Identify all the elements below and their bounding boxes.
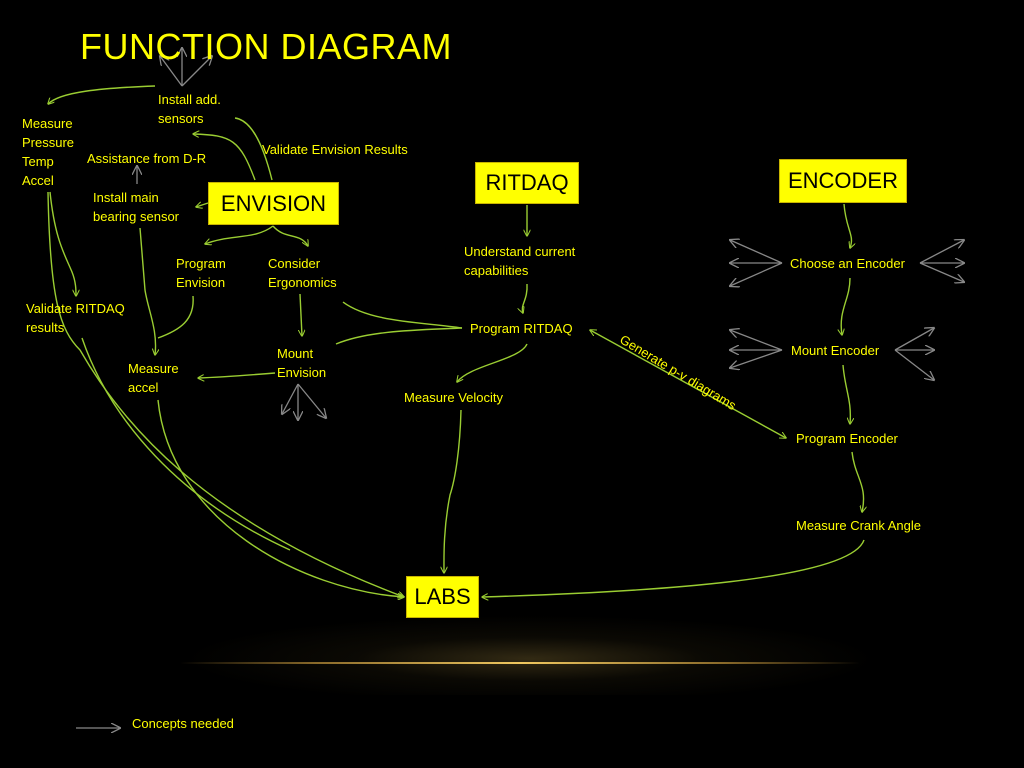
node-mount-envision: Mount Envision (277, 346, 327, 380)
concept-arrow (297, 383, 326, 418)
flow-edge (48, 85, 156, 104)
flow-edge (49, 191, 76, 296)
node-program-envision: Program Envision (176, 256, 226, 290)
flow-edge (590, 330, 786, 438)
flow-edge (843, 203, 851, 248)
flow-edge (157, 295, 194, 339)
flow-edge (198, 372, 276, 378)
stage-glow (180, 615, 880, 695)
flow-edge (205, 225, 274, 244)
node-consider-ergonomics: Consider Ergonomics (268, 256, 337, 290)
node-install-main-bearing: Install main bearing sensor (93, 190, 179, 224)
node-understand-capabilities: Understand current capabilities (464, 244, 576, 278)
flow-edge (47, 191, 404, 597)
flow-edge (457, 343, 528, 382)
flow-edge (81, 337, 291, 551)
node-measure-velocity: Measure Velocity (404, 390, 503, 405)
node-choose-encoder: Choose an Encoder (790, 256, 905, 271)
node-measure-pressure: Measure Pressure Temp Accel (22, 116, 75, 188)
flow-edge (842, 364, 850, 424)
stage-baseline (180, 662, 860, 664)
node-install-add-sensors: Install add. sensors (158, 92, 221, 126)
node-program-ritdaq: Program RITDAQ (470, 321, 573, 336)
node-measure-accel: Measure accel (128, 361, 179, 395)
encoder-box: ENCODER (779, 159, 907, 203)
concept-arrow (160, 56, 183, 87)
concept-arrow (894, 349, 934, 380)
flow-edge (444, 409, 462, 573)
concept-arrow (919, 240, 964, 264)
flow-edge (193, 134, 256, 181)
flow-edge (342, 301, 463, 329)
flow-edge (522, 283, 528, 313)
concept-arrow (282, 383, 299, 414)
concept-arrow (730, 240, 783, 264)
legend-label: Concepts needed (132, 716, 234, 731)
labs-box: LABS (406, 576, 479, 618)
concept-arrow (730, 262, 783, 286)
flow-edge (234, 117, 273, 181)
node-assistance-dr: Assistance from D-R (87, 151, 207, 166)
flow-edge (851, 451, 864, 512)
ritdaq-box: RITDAQ (475, 162, 579, 204)
node-measure-crank: Measure Crank Angle (796, 518, 922, 533)
flow-edge (272, 225, 308, 246)
envision-box: ENVISION (208, 182, 339, 225)
concept-arrow (730, 330, 783, 351)
flow-edge (482, 539, 865, 597)
node-program-encoder: Program Encoder (796, 431, 898, 446)
flow-edge (841, 277, 851, 335)
node-mount-encoder: Mount Encoder (791, 343, 880, 358)
flow-edge (335, 327, 463, 345)
concept-arrow (894, 328, 934, 351)
page-title: FUNCTION DIAGRAM (80, 26, 452, 67)
concept-arrow (181, 56, 212, 87)
flow-edge (300, 293, 302, 336)
concept-arrow (919, 262, 964, 282)
node-validate-envision-results: Validate Envision Results (262, 142, 408, 157)
flow-edge (139, 227, 156, 355)
node-validate-ritdaq: Validate RITDAQ results (26, 301, 125, 335)
flow-edge (157, 399, 404, 597)
concept-arrow (730, 349, 783, 368)
flow-edge (196, 203, 209, 207)
